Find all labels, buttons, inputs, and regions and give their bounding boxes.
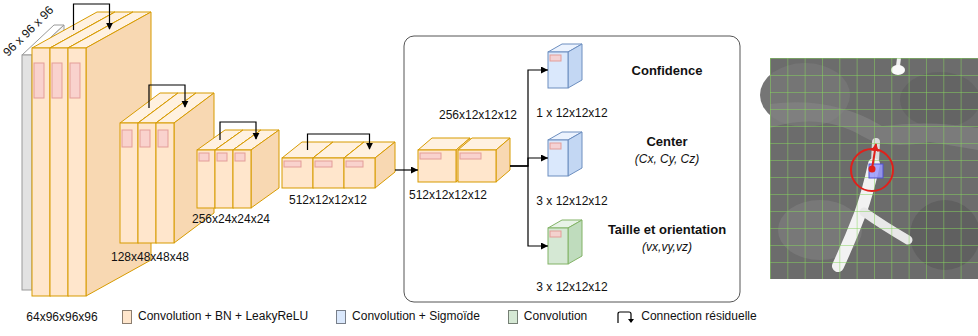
head-title: Taille et orientation [608,222,726,237]
legend-text: Convolution + Sigmoïde [352,309,480,324]
kernel-mark [52,63,62,98]
block-front [282,158,313,188]
block-side [568,132,582,176]
legend-item: Convolution [508,309,587,324]
dimension-label: 128x48x48x48 [111,250,189,265]
legend-item: Connection résiduelle [615,309,756,324]
head-params: (Cx, Cy, Cz) [635,152,699,167]
kernel-mark [550,231,561,237]
block-front [313,158,344,188]
dimension-label: 512x12x12x12 [409,188,487,203]
kernel-mark [550,143,561,149]
kernel-mark [420,153,441,159]
block-side [496,138,510,182]
block-front [156,123,174,243]
residual-symbol-line [618,312,631,323]
head-block: 512x12x12x12 [418,150,456,182]
residual-symbol-head [628,319,634,323]
kernel-mark [122,130,132,147]
block-front [418,150,456,182]
block-side [251,130,279,208]
encoder-stage: 512x12x12x12 [282,158,375,188]
encoder-stage: 64x96x96x96 [32,48,86,296]
block-front [68,48,86,296]
head-title: Confidence [632,63,703,78]
legend-text: Convolution + BN + LeakyReLU [138,309,308,324]
dimension-label: 512x12x12x12 [289,193,367,208]
kernel-mark [284,161,301,167]
legend: Convolution + BN + LeakyReLU Convolution … [122,309,757,324]
connector [510,158,548,166]
kernel-mark [346,161,363,167]
connector [395,169,418,170]
block-front [197,150,215,208]
head-title: Center [646,134,687,149]
block-front [22,55,32,290]
encoder-stage: 256x24x24x24 [197,150,251,208]
block-front [233,150,251,208]
kernel-mark [460,153,481,159]
kernel-mark [235,153,245,161]
dimension-label: 256x12x12x12 [439,108,517,123]
dimension-label: 64x96x96x96 [26,310,97,325]
block-front [548,228,568,264]
legend-text: Connection résiduelle [641,309,756,324]
kernel-mark [550,55,561,61]
kernel-mark [158,130,168,147]
legend-item: Convolution + Sigmoïde [336,309,480,324]
kernel-mark [315,161,332,167]
ct-slice [760,58,978,279]
block-front [548,140,568,176]
block-front [548,52,568,88]
kernel-mark [34,63,44,98]
legend-text: Convolution [524,309,587,324]
output-head: Taille et orientation(vx,vy,vz)3 x 12x12… [548,228,568,264]
conv-block [458,138,510,182]
block-front [215,150,233,208]
residual-arrow [220,122,256,140]
dimension-label: 3 x 12x12x12 [536,280,607,295]
block-front [344,158,375,188]
legend-item: Convolution + BN + LeakyReLU [122,309,308,324]
legend-swatch [336,310,346,324]
block-front [120,123,138,243]
legend-swatch [508,310,518,324]
dimension-label: 3 x 12x12x12 [536,194,607,209]
residual-symbol [615,310,635,324]
block-front [50,48,68,296]
kernel-mark [70,63,80,98]
residual-arrow [74,4,110,30]
output-head: Center(Cx, Cy, Cz)3 x 12x12x12 [548,140,568,176]
kernel-mark [217,153,227,161]
dimension-label: 1 x 12x12x12 [536,106,607,121]
block-front [32,48,50,296]
head-params: (vx,vy,vz) [642,240,692,255]
kernel-mark [199,153,209,161]
block-side [568,44,582,88]
head-panel [404,36,740,302]
head-block: 256x12x12x12 [458,150,496,182]
legend-swatch [122,310,132,324]
conv-block [548,132,582,176]
output-head: Confidence1 x 12x12x12 [548,52,568,88]
dimension-label: 256x24x24x24 [192,212,270,227]
kernel-mark [140,130,150,147]
residual-arrow [149,85,185,108]
block-side [568,220,582,264]
residual-arrow [308,134,370,150]
conv-block [233,130,279,208]
input-volume: 96 x 96 x 96 [22,55,32,290]
block-front [138,123,156,243]
conv-block [548,44,582,88]
encoder-stage: 128x48x48x48 [120,123,174,243]
block-front [458,150,496,182]
conv-block [548,220,582,264]
block-side [375,142,395,188]
